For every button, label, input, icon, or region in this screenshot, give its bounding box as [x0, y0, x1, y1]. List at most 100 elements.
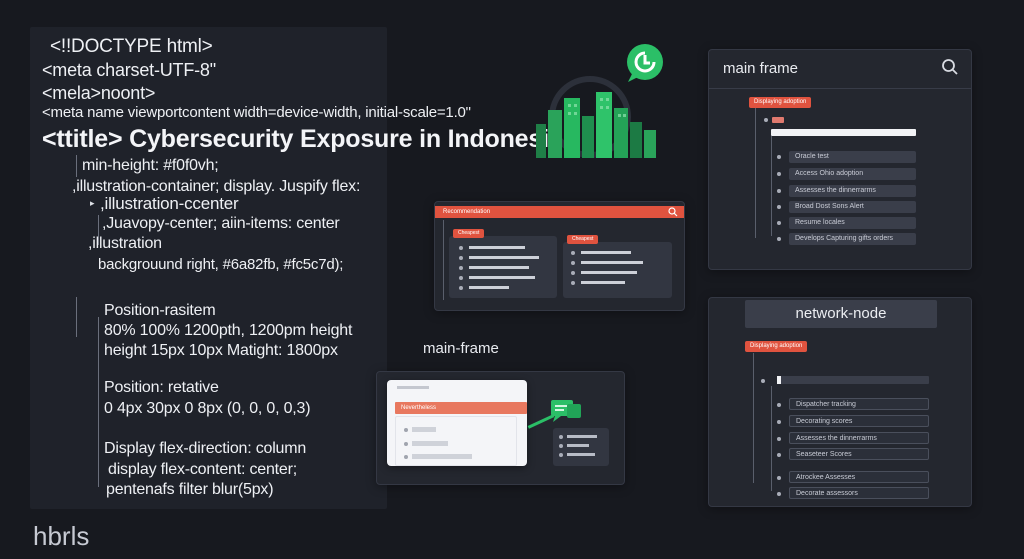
- tree-node-tag: [772, 117, 784, 123]
- search-icon[interactable]: [668, 207, 678, 217]
- bullet: [571, 261, 575, 265]
- dialog-list: [395, 416, 517, 466]
- tree-connector: [753, 353, 754, 483]
- tree-connector: [771, 136, 772, 236]
- list-item[interactable]: Seaseteer Scores: [789, 448, 929, 460]
- code-line: <meta charset-UTF-8": [42, 60, 216, 80]
- list-item[interactable]: Broad Dost Sons Alert: [789, 201, 916, 213]
- dialog-card[interactable]: Nevertheless: [387, 380, 527, 466]
- text-line: [581, 271, 637, 274]
- highlighted-row[interactable]: Nevertheless: [395, 402, 527, 414]
- text-line: [412, 427, 436, 432]
- bullet: [459, 246, 463, 250]
- main-frame-window-2[interactable]: Nevertheless: [376, 371, 625, 485]
- card-right[interactable]: Cheapest: [563, 235, 672, 298]
- code-line: display flex-content: center;: [108, 461, 297, 478]
- code-line: min-height: #f0f0vh;: [82, 157, 219, 174]
- card-left[interactable]: Cheapest: [449, 229, 557, 298]
- window-header-bar: Recommendation: [435, 206, 684, 218]
- bullet: [459, 256, 463, 260]
- text-line: [469, 256, 539, 259]
- bullet: [559, 444, 563, 448]
- indent-guide: [98, 317, 99, 487]
- bullet: [571, 281, 575, 285]
- text-line: [567, 453, 595, 456]
- list-item[interactable]: Oracle test: [789, 151, 916, 163]
- code-line: ,illustration: [88, 235, 162, 252]
- code-line: height 15px 10px Matight: 1800px: [104, 342, 338, 359]
- bullet: [404, 455, 408, 459]
- bullet: [777, 453, 781, 457]
- chat-bubble-icon: [622, 42, 666, 86]
- text-line: [581, 281, 625, 284]
- search-icon[interactable]: [941, 58, 959, 76]
- tree-root-tag[interactable]: Displaying adoption: [749, 97, 812, 108]
- text-line: [469, 286, 509, 289]
- footer-logo-text: hbrls: [33, 521, 90, 551]
- recommendation-window[interactable]: Recommendation Cheapest Cheapest: [434, 201, 685, 311]
- card-tag: Cheapest: [453, 229, 485, 238]
- bullet: [404, 428, 408, 432]
- bullet: [777, 420, 781, 424]
- chat-bubble-icon: [549, 398, 583, 424]
- bullet: [571, 251, 575, 255]
- bullet: [404, 442, 408, 446]
- bullet: [559, 435, 563, 439]
- code-line: Position-rasitem: [104, 302, 216, 319]
- bullet: [777, 237, 781, 241]
- code-line: backgrouund right, #6a82fb, #fc5c7d);: [98, 256, 344, 273]
- bullet: [459, 276, 463, 280]
- tree-connector: [771, 386, 772, 491]
- selected-row[interactable]: [771, 129, 916, 136]
- bullet: [777, 476, 781, 480]
- list-item[interactable]: Resume locales: [789, 217, 916, 229]
- code-line: ,Juavopy-center; aiin-items: center: [102, 215, 340, 232]
- caret-right-icon: ▸: [90, 198, 95, 208]
- text-line: [567, 435, 597, 438]
- mini-card[interactable]: [553, 428, 609, 466]
- network-node-window[interactable]: network-node Displaying adoption Dispatc…: [708, 297, 972, 507]
- list-item[interactable]: Atrockee Assesses: [789, 471, 929, 483]
- indent-guide: [98, 215, 99, 245]
- bullet: [777, 172, 781, 176]
- main-frame-window[interactable]: main frame Displaying adoption Oracle te…: [708, 49, 972, 270]
- text-line: [412, 441, 448, 446]
- code-line: ,illustration-container; display. Juspif…: [72, 178, 361, 195]
- text-line: [469, 266, 529, 269]
- text-line: [412, 454, 472, 459]
- tree-connector: [755, 108, 756, 238]
- code-line: 0 4px 30px 0 8px (0, 0, 0, 0,3): [104, 400, 311, 417]
- text-line: [581, 261, 643, 264]
- list-item[interactable]: Assesses the dinnerrarms: [789, 185, 916, 197]
- bullet: [777, 437, 781, 441]
- bullet: [459, 266, 463, 270]
- tree-root-tag[interactable]: Displaying adoption: [745, 341, 808, 352]
- code-line: <meta name viewportcontent width=device-…: [42, 104, 471, 121]
- window-title-bar: [745, 300, 937, 328]
- list-item[interactable]: Access Ohio adoption: [789, 168, 916, 180]
- list-item[interactable]: Dispatcher tracking: [789, 398, 929, 410]
- code-line: ,illustration-ccenter: [100, 194, 239, 213]
- selected-row[interactable]: [777, 376, 929, 384]
- bullet: [777, 205, 781, 209]
- card-tag: Cheapest: [567, 235, 599, 244]
- bullet: [777, 155, 781, 159]
- text-line: [469, 276, 535, 279]
- list-item[interactable]: Decorating scores: [789, 415, 929, 427]
- code-line: Position: retative: [104, 379, 219, 396]
- list-item[interactable]: Develops Capturing gifts orders: [789, 233, 916, 245]
- bullet: [777, 492, 781, 496]
- bullet: [777, 221, 781, 225]
- city-illustration: [508, 62, 678, 162]
- code-line: <mela>noont>: [42, 83, 156, 103]
- code-line: 80% 100% 1200pth, 1200pm height: [104, 322, 353, 339]
- header-label: Recommendation: [443, 209, 491, 215]
- bullet: [761, 379, 765, 383]
- code-line: Display flex-direction: column: [104, 440, 307, 457]
- list-item[interactable]: Decorate assessors: [789, 487, 929, 499]
- list-item[interactable]: Assesses the dinnerrarms: [789, 432, 929, 444]
- code-line: <!!DOCTYPE html>: [50, 36, 213, 57]
- text-line: [469, 246, 525, 249]
- bullet: [459, 286, 463, 290]
- text-line: [567, 444, 589, 447]
